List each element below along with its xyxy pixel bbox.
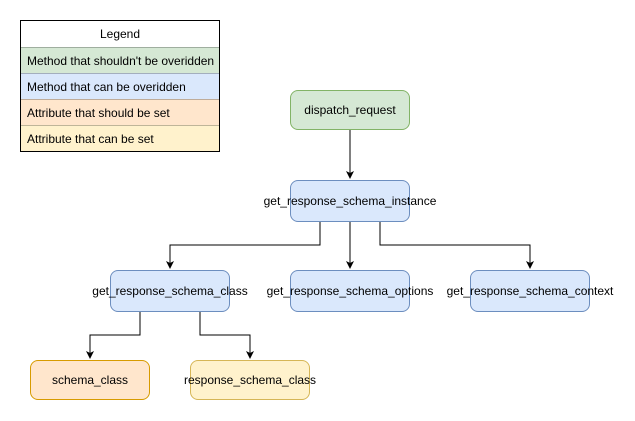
edge-instance-to-class <box>166 222 321 269</box>
node-response-schema-class: response_schema_class <box>184 360 316 400</box>
edge-instance-to-context <box>379 222 534 269</box>
edge-class-to-schema-class <box>86 312 141 359</box>
node-label: get_response_schema_instance <box>263 194 437 208</box>
node-get-response-schema-class: get_response_schema_class <box>92 270 248 312</box>
node-label: dispatch_request <box>304 103 396 117</box>
node-get-response-schema-options: get_response_schema_options <box>267 270 433 312</box>
node-get-response-schema-instance: get_response_schema_instance <box>264 180 436 222</box>
legend-title: Legend <box>21 21 219 47</box>
legend-item-optional-attribute: Attribute that can be set <box>21 125 219 151</box>
edge-class-to-response-schema-class <box>199 312 254 359</box>
node-label: schema_class <box>51 373 129 387</box>
node-label: get_response_schema_context <box>446 284 614 298</box>
node-schema-class: schema_class <box>30 360 150 400</box>
node-get-response-schema-context: get_response_schema_context <box>447 270 613 312</box>
node-label: get_response_schema_class <box>92 284 248 298</box>
legend-item-non-overridable-method: Method that shouldn't be overidden <box>21 47 219 73</box>
legend-item-overridable-method: Method that can be overidden <box>21 73 219 99</box>
legend: Legend Method that shouldn't be overidde… <box>20 20 220 152</box>
node-dispatch-request: dispatch_request <box>290 90 410 130</box>
node-label: response_schema_class <box>183 373 317 387</box>
legend-item-required-attribute: Attribute that should be set <box>21 99 219 125</box>
node-label: get_response_schema_options <box>266 284 434 298</box>
